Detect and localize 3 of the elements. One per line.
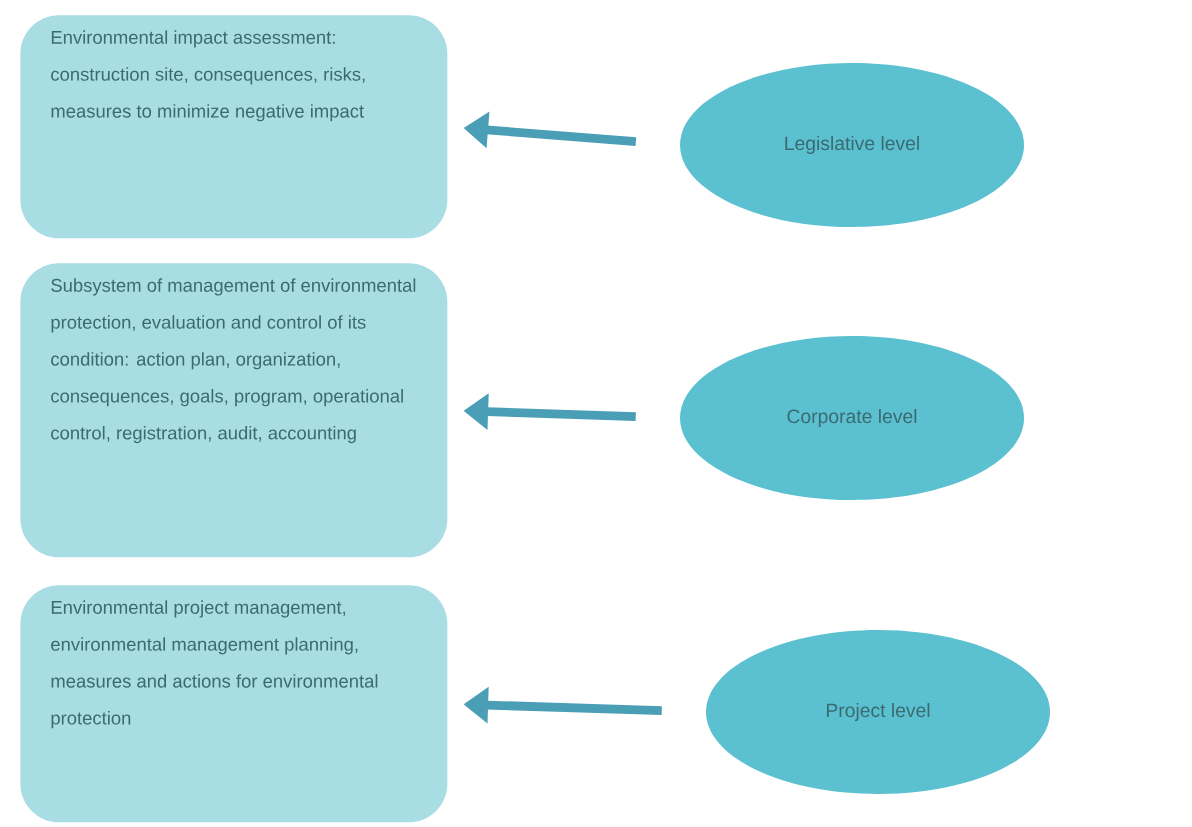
text-box: Environmental project management, environmental management planning, measures and actions for environmental protection <box>20 585 448 823</box>
text-box: Subsystem of management of environmental protection, evaluation and control of its condition: action plan, organization, consequences, goals, program, operational control, registration, audit, accounting <box>20 263 448 558</box>
text-box: Environmental impact assessment: construction site, consequences, risks, measures to minimize negative impact <box>20 15 448 239</box>
